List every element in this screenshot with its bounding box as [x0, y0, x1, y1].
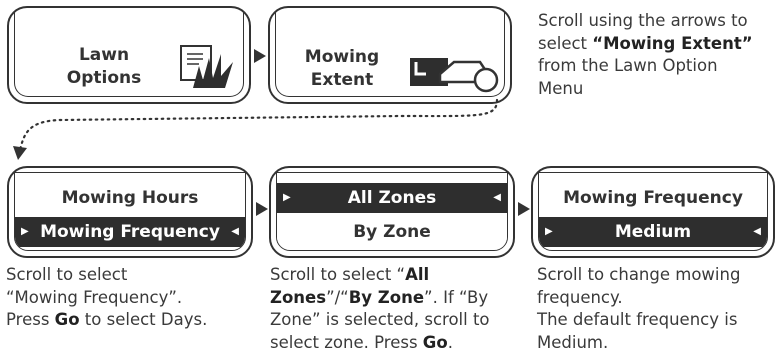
caption-line: Press Go to select Days. — [6, 309, 207, 332]
caption-line: from the Lawn Option — [538, 56, 718, 75]
caption-bold: All — [405, 265, 430, 284]
caption-bold: “Mowing Extent” — [592, 33, 753, 53]
menu-item-mowing-frequency[interactable]: ▶ Mowing Frequency ◀ — [15, 217, 245, 247]
triangle-left-icon: ◀ — [231, 226, 239, 237]
menu-item-mowing-hours[interactable]: Mowing Hours — [15, 183, 245, 213]
menu-item-all-zones[interactable]: ▶ All Zones ◀ — [277, 183, 507, 213]
flow-arrow — [256, 202, 268, 216]
label-line: Mowing — [304, 47, 380, 67]
caption-line: Medium. — [537, 332, 609, 352]
caption-line: Scroll to select “All — [270, 264, 490, 287]
caption-text: ”/“ — [326, 287, 349, 307]
caption-text: select zone. Press — [270, 332, 423, 352]
screen-inner — [275, 12, 505, 97]
triangle-right-icon: ▶ — [545, 226, 553, 237]
robot-mower-icon — [410, 58, 499, 93]
label-line: Options — [66, 68, 142, 88]
screen-inner: Mowing Hours ▶ Mowing Frequency ◀ — [14, 172, 246, 251]
caption-text: . — [447, 332, 453, 352]
caption-bold: Zones — [270, 287, 327, 307]
caption-2: Scroll to select “All Zones”/“By Zone”. … — [270, 264, 490, 354]
caption-text: Press — [6, 310, 55, 329]
screen-inner: Mowing Frequency ▶ Medium ◀ — [538, 172, 768, 251]
caption-line: select “Mowing Extent” — [538, 33, 753, 56]
caption-bold: Go — [422, 332, 448, 352]
caption-text: to select Days. — [79, 310, 208, 329]
flow-arrow — [254, 49, 266, 63]
frequency-menu-screen: Mowing Hours ▶ Mowing Frequency ◀ — [7, 166, 253, 258]
label-line: Extent — [310, 70, 374, 90]
triangle-left-icon: ◀ — [493, 192, 501, 203]
caption-line: The default frequency is — [537, 310, 738, 329]
caption-line: Zones”/“By Zone”. If “By — [270, 287, 490, 310]
caption-line: Zone” is selected, scroll to — [270, 310, 490, 329]
caption-line: Menu — [538, 78, 584, 98]
screen-inner — [14, 12, 244, 97]
caption-text: Scroll using the arrows to — [538, 11, 748, 30]
mowing-extent-label: Mowing Extent — [292, 46, 392, 92]
frequency-heading: Mowing Frequency — [539, 183, 767, 213]
triangle-right-icon: ▶ — [283, 192, 291, 203]
row-label: By Zone — [353, 222, 431, 242]
lawn-options-screen: Lawn Options — [7, 6, 251, 104]
caption-bold: Go — [54, 310, 80, 329]
row-label: Mowing Frequency — [40, 222, 220, 242]
menu-item-by-zone[interactable]: By Zone — [277, 217, 507, 247]
lawn-options-label: Lawn Options — [49, 44, 159, 90]
triangle-right-icon: ▶ — [21, 226, 29, 237]
mowing-extent-screen: Mowing Extent — [268, 6, 512, 104]
caption-line: Scroll using the arrows to — [538, 10, 753, 33]
row-label: Medium — [614, 222, 692, 242]
label-line: Lawn — [78, 45, 130, 65]
row-label: Mowing Hours — [61, 188, 199, 208]
frequency-value-screen: Mowing Frequency ▶ Medium ◀ — [531, 166, 775, 258]
row-label: All Zones — [347, 188, 437, 208]
caption-3: Scroll to change mowing frequency. The d… — [537, 264, 740, 354]
caption-top-right: Scroll using the arrows to select “Mowin… — [538, 10, 753, 100]
triangle-left-icon: ◀ — [753, 226, 761, 237]
caption-line: “Mowing Frequency”. — [6, 287, 183, 307]
screen-inner: ▶ All Zones ◀ By Zone — [276, 172, 508, 251]
caption-line: select zone. Press Go. — [270, 332, 490, 355]
row-label: Mowing Frequency — [563, 188, 743, 208]
caption-line: frequency. — [537, 287, 623, 307]
caption-1: Scroll to select “Mowing Frequency”. Pre… — [6, 264, 207, 332]
caption-text: Scroll to select “ — [270, 265, 406, 284]
caption-bold: By Zone — [348, 287, 425, 307]
caption-line: Scroll to select — [6, 265, 128, 284]
zones-menu-screen: ▶ All Zones ◀ By Zone — [269, 166, 515, 258]
flow-arrow — [518, 202, 530, 216]
lawn-grass-icon — [180, 45, 233, 88]
caption-text: ”. If “By — [424, 287, 489, 307]
caption-line: Scroll to change mowing — [537, 265, 741, 284]
caption-text: select — [538, 33, 593, 53]
frequency-value-medium[interactable]: ▶ Medium ◀ — [539, 217, 767, 247]
